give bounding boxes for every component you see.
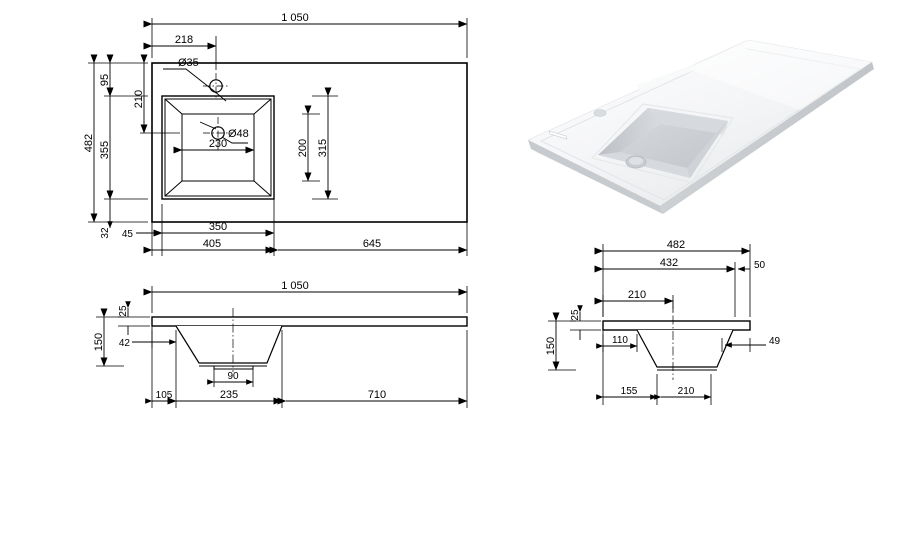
dim-side-rear-rim: 50 xyxy=(737,260,766,272)
label-plan-edge-top: 95 xyxy=(99,74,111,86)
dim-plan-edge-bottom: 32 xyxy=(100,192,113,239)
render-rear-edge xyxy=(660,62,874,214)
render-overflow-slot xyxy=(548,130,568,140)
label-front-basin-width: 235 xyxy=(220,389,238,401)
label-plan-basin-outer-depth: 315 xyxy=(317,139,329,157)
front-slab xyxy=(151,316,468,327)
label-plan-basin-left-to-edge: 405 xyxy=(203,238,221,250)
dim-plan-overall-depth: 482 xyxy=(83,54,148,223)
label-plan-basin-inner-width: 230 xyxy=(209,138,227,150)
plan-basin-taper-lines xyxy=(164,98,272,197)
label-plan-basin-inner-depth: 200 xyxy=(297,139,309,157)
dim-plan-basin-top-offset: 210 xyxy=(133,54,180,134)
label-front-right-section: 710 xyxy=(368,389,386,401)
label-side-overall-depth: 482 xyxy=(667,239,685,251)
dim-plan-basin-outer-depth-right: 315 xyxy=(312,87,338,200)
dim-side-front-rim: 110 xyxy=(596,330,638,352)
label-side-front-offset: 155 xyxy=(621,386,638,397)
render-drainer-ridge xyxy=(636,47,748,90)
dim-front-rim-offset: 42 xyxy=(119,326,177,349)
plan-basin-outer xyxy=(161,95,275,200)
render-basin-floor xyxy=(620,124,716,168)
label-plan-basin-depth-outer: 355 xyxy=(99,141,111,159)
label-waste-hole-diameter: Ø48 xyxy=(228,128,249,140)
side-elevation: 482 432 50 210 25 150 xyxy=(545,239,781,405)
dim-plan-tap-offset: 218 xyxy=(143,34,217,70)
plan-view: Ø35 Ø48 1 050 218 482 xyxy=(83,12,468,256)
plan-worktop-outline xyxy=(151,62,468,223)
label-front-overall-length: 1 050 xyxy=(281,280,309,292)
label-front-slab-thickness: 25 xyxy=(118,305,129,317)
dim-plan-basin-outer-depth: 355 xyxy=(99,87,148,200)
label-front-rim-offset: 42 xyxy=(119,338,131,349)
label-plan-tap-offset: 218 xyxy=(175,34,193,46)
front-elevation: 1 050 25 150 42 90 1 xyxy=(93,280,468,408)
dim-side-rear-rim-bottom: 49 xyxy=(721,336,781,352)
render-basin-right-wall xyxy=(687,121,728,178)
render-front-edge xyxy=(528,140,663,214)
render-waste-hole-inner xyxy=(629,157,643,165)
label-plan-basin-top-offset: 210 xyxy=(133,90,145,108)
plan-waste-hole xyxy=(199,117,248,150)
label-front-base-width: 90 xyxy=(227,371,239,382)
dim-side-front-to-centre: 210 xyxy=(594,289,674,317)
label-plan-overall-depth: 482 xyxy=(83,134,95,152)
dim-side-inner-depth: 432 xyxy=(594,257,736,317)
dim-side-overall-depth: 482 xyxy=(594,239,751,317)
plan-tap-hole xyxy=(163,68,229,102)
label-front-overall-height: 150 xyxy=(93,333,105,351)
render-basin-left-wall xyxy=(598,108,660,155)
side-slab xyxy=(602,320,751,331)
dim-front-slab-thickness: 25 xyxy=(118,305,150,335)
dim-plan-basin-inner-width: 230 xyxy=(173,138,255,154)
plan-tap-hole-leader xyxy=(163,68,215,92)
render-sheen xyxy=(690,40,872,110)
plan-basin-outer-inner xyxy=(164,98,272,197)
label-side-slab-thickness: 25 xyxy=(570,309,581,321)
label-tap-hole-diameter: Ø35 xyxy=(178,57,199,69)
side-basin-profile xyxy=(636,329,734,368)
dim-side-bottom-chain: 155 210 xyxy=(596,334,712,405)
label-plan-edge-bottom: 32 xyxy=(100,227,111,239)
label-side-base-width: 210 xyxy=(678,386,695,397)
render-tap-hole xyxy=(593,109,607,117)
dim-plan-basin-left-to-edge: 405 xyxy=(143,238,275,254)
label-plan-left-margin: 45 xyxy=(122,229,134,240)
label-plan-right-section: 645 xyxy=(363,238,381,250)
dim-plan-basin-outer-width: 350 xyxy=(153,221,275,237)
dim-front-base-width: 90 xyxy=(207,369,254,387)
label-side-front-to-centre: 210 xyxy=(628,289,646,301)
label-side-inner-depth: 432 xyxy=(660,257,678,269)
render-rim-groove xyxy=(539,47,862,201)
dim-front-bottom-chain: 105 235 710 xyxy=(145,330,468,408)
dim-front-overall-height: 150 xyxy=(93,308,124,367)
label-front-left-offset: 105 xyxy=(156,390,173,401)
dim-side-overall-height: 150 xyxy=(545,312,576,371)
dim-plan-right-section: 645 xyxy=(269,238,468,254)
product-render xyxy=(527,39,874,214)
label-side-overall-height: 150 xyxy=(545,337,557,355)
front-waste-boss xyxy=(213,365,254,370)
label-plan-basin-outer-width: 350 xyxy=(209,221,227,233)
label-plan-overall-length: 1 050 xyxy=(281,12,309,24)
front-basin-profile xyxy=(175,325,283,364)
dim-front-overall-length: 1 050 xyxy=(143,280,468,313)
dim-plan-basin-inner-depth: 200 xyxy=(297,105,320,182)
dim-plan-overall-length: 1 050 xyxy=(143,12,468,58)
dim-side-slab-thickness: 25 xyxy=(570,309,601,340)
plan-waste-hole-leader xyxy=(221,136,248,144)
render-basin-frame xyxy=(590,103,734,184)
label-side-rear-rim-bottom: 49 xyxy=(769,336,781,347)
label-side-front-rim: 110 xyxy=(612,335,628,346)
label-side-rear-rim: 50 xyxy=(754,260,766,271)
